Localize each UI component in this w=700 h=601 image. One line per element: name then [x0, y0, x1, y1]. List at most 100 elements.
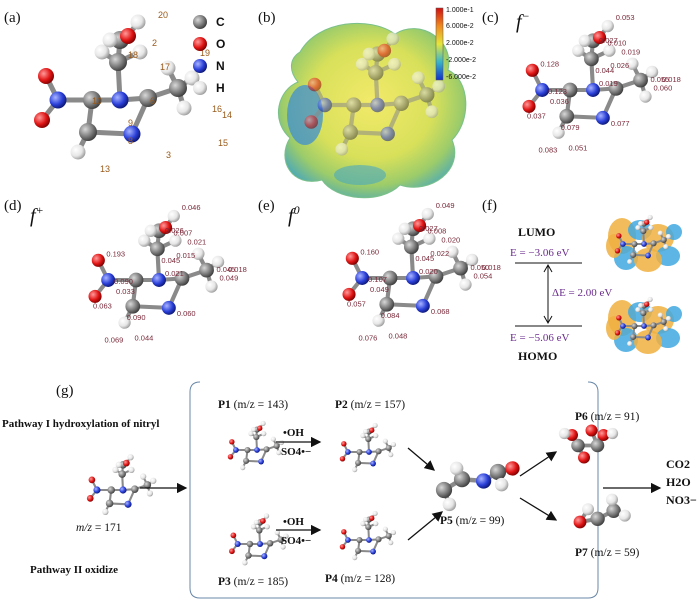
atom-h: [626, 57, 639, 70]
atom-h: [169, 234, 182, 247]
atom-c: [149, 241, 165, 257]
panel-label-f: (f): [482, 198, 497, 214]
atom-n: [366, 537, 372, 543]
atom-o: [614, 248, 621, 254]
atom-c: [105, 499, 114, 508]
atom-number: 9: [128, 118, 133, 128]
fukui-value: 0.018: [482, 263, 501, 272]
panel-label-e: (e): [258, 198, 275, 214]
atom-n: [233, 447, 239, 453]
p1-molecule: [227, 420, 285, 471]
atom-h: [638, 303, 644, 309]
fukui-value: 0.069: [105, 336, 124, 345]
fukui-label-f-zero: f0: [288, 203, 300, 227]
orbital-lobe: [656, 246, 680, 266]
molecule-d: 0.0460.0260.0070.0150.0450.0210.1930.021…: [88, 203, 247, 345]
atom-h: [663, 326, 669, 332]
atom-c: [435, 481, 453, 499]
atom-number: 6: [150, 96, 155, 106]
atom-c: [130, 485, 139, 493]
atom-h: [638, 221, 644, 227]
atom-h: [647, 214, 653, 221]
fukui-value: 0.046: [182, 203, 201, 212]
colorbar-tick-0: 1.000e-1: [446, 7, 474, 14]
atom-h: [572, 44, 585, 57]
atom-h: [601, 19, 614, 33]
atom-n: [124, 500, 132, 508]
atom-h: [386, 32, 400, 46]
fukui-value: 0.036: [550, 97, 569, 106]
p6-label: P6 (m/z = 91): [575, 411, 639, 423]
atom-h: [373, 521, 379, 527]
atom-c: [385, 532, 392, 539]
atom-c: [382, 270, 398, 286]
legend-swatch-h: [193, 81, 207, 95]
atom-number: 13: [100, 164, 110, 174]
atom-h: [648, 225, 654, 231]
atom-c: [139, 89, 157, 107]
atom-c: [118, 470, 126, 478]
esp-blob: [278, 22, 467, 199]
fukui-value: 0.128: [540, 59, 559, 68]
atom-h: [627, 341, 633, 347]
atom-c: [199, 262, 214, 278]
atom-n: [475, 473, 492, 489]
atom-h: [102, 508, 109, 515]
atom-h: [425, 105, 439, 119]
atom-o: [505, 461, 520, 476]
lumo-energy: E = −3.06 eV: [510, 247, 570, 259]
esp-molecule: [304, 32, 446, 156]
panel-label-b: (b): [258, 10, 276, 26]
fukui-value: 0.026: [610, 61, 629, 70]
atom-h: [261, 431, 267, 437]
atom-c: [356, 536, 363, 544]
homo-energy: E = −5.06 eV: [510, 332, 570, 344]
atom-c: [243, 457, 250, 464]
legend-label-n: N: [216, 59, 225, 73]
atom-h: [132, 44, 148, 60]
atom-c: [419, 87, 435, 103]
molecule-e: 0.0490.0270.0080.0220.0450.0200.1600.020…: [342, 201, 501, 343]
legend-label-o: O: [216, 37, 225, 51]
atom-o: [339, 544, 346, 550]
atom-o: [342, 287, 356, 301]
fukui-value: 0.049: [436, 201, 455, 210]
atom-c: [562, 82, 578, 98]
fukui-value: 0.020: [441, 236, 460, 245]
arrow-p5-p6: [519, 451, 558, 477]
fukui-value: 0.021: [165, 269, 184, 278]
atom-h: [648, 307, 654, 313]
atom-n: [641, 323, 647, 329]
atom-h: [360, 521, 366, 527]
atom-c: [273, 442, 280, 449]
atom-h: [205, 280, 218, 293]
fukui-value: 0.160: [360, 247, 379, 256]
final-product-no3: NO3−: [666, 493, 697, 507]
atom-n: [366, 449, 372, 455]
fukui-value: 0.020: [419, 267, 438, 276]
atom-h: [335, 142, 349, 156]
atom-h: [382, 526, 388, 532]
fukui-value: 0.076: [359, 334, 378, 343]
atom-o: [573, 515, 587, 529]
degradation-pathways: Pathway I hydroxylation of nitryl Pathwa…: [2, 381, 697, 599]
atom-h: [382, 438, 388, 444]
atom-c: [660, 236, 667, 243]
colorbar-gradient: [435, 7, 444, 81]
fukui-value: 0.090: [127, 313, 146, 322]
atom-h: [363, 429, 369, 435]
atom-n: [111, 91, 129, 109]
fukui-value: 0.053: [616, 13, 635, 22]
atom-h: [140, 473, 147, 480]
esp-negative-region-2: [334, 165, 386, 185]
atom-c: [640, 228, 647, 235]
fukui-value: 0.050: [471, 263, 490, 272]
atom-h: [270, 436, 276, 442]
atom-o: [345, 251, 359, 265]
atom-h: [253, 519, 260, 526]
atom-h: [582, 503, 594, 516]
atom-h: [184, 70, 200, 86]
atom-c: [489, 463, 507, 481]
atom-h: [663, 244, 669, 250]
atom-h: [665, 315, 672, 322]
